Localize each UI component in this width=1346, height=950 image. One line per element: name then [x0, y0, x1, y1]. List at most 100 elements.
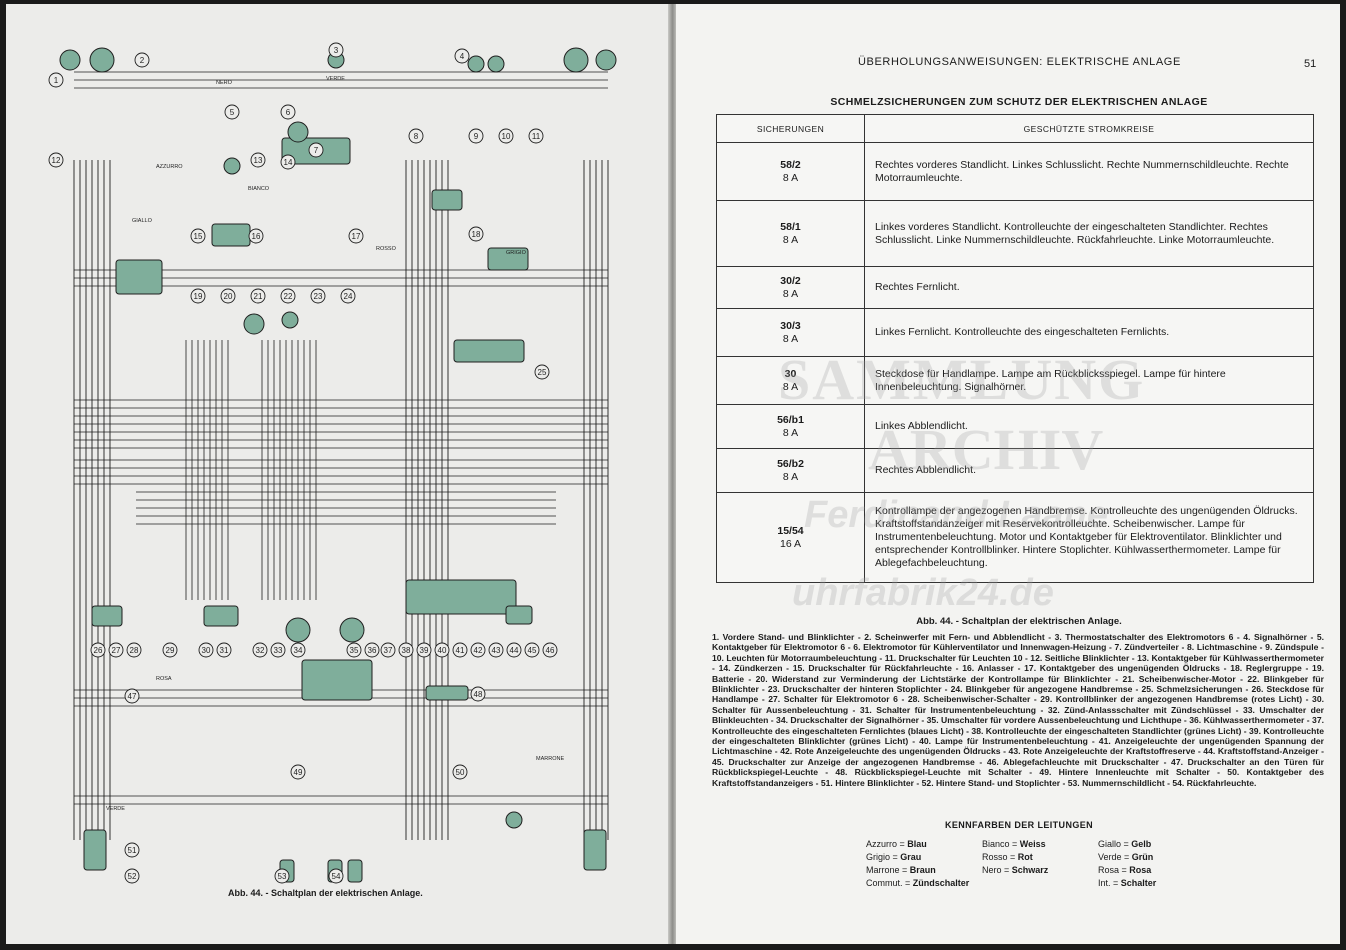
callout-circle — [90, 642, 106, 658]
wire-color-item: Verde = Grün — [1098, 852, 1154, 862]
fuse-amperage: 8 A — [782, 426, 799, 439]
wire-color-item: Grigio = Grau — [866, 852, 922, 862]
component-block — [347, 859, 363, 883]
callout-circle — [126, 642, 142, 658]
wire-color-label: ROSSO — [376, 246, 397, 252]
callout-circle — [108, 642, 124, 658]
callout-number: 15 — [194, 232, 203, 241]
callout-number: 20 — [224, 292, 233, 301]
fuse-code: 56/b2 — [777, 457, 804, 470]
figure-caption: Abb. 44. - Schaltplan der elektrischen A… — [916, 616, 1122, 627]
fuse-code: 30/2 — [780, 274, 801, 287]
wire-color-item: Nero = Schwarz — [982, 865, 1049, 875]
color-italian: Giallo — [1098, 839, 1122, 849]
callout-number: 29 — [166, 646, 175, 655]
callout-number: 31 — [220, 646, 229, 655]
callout-circle — [308, 142, 324, 158]
fuse-code: 58/1 — [780, 220, 801, 233]
running-title: ÜBERHOLUNGSANWEISUNGEN: ELEKTRISCHE ANLA… — [858, 56, 1181, 68]
callout-number: 13 — [254, 156, 263, 165]
callout-circle — [280, 154, 296, 170]
callout-number: 49 — [294, 768, 303, 777]
component-circle — [505, 811, 523, 829]
callout-circle — [290, 642, 306, 658]
callout-number: 18 — [472, 230, 481, 239]
component-circle — [89, 47, 115, 73]
callout-circle — [434, 642, 450, 658]
callout-circle — [224, 104, 240, 120]
callout-circle — [190, 228, 206, 244]
callout-circle — [498, 128, 514, 144]
callout-circle — [454, 48, 470, 64]
wire-color-item: Int. = Schalter — [1098, 878, 1157, 888]
callout-circle — [470, 642, 486, 658]
component-circle — [285, 617, 311, 643]
color-italian: Commut. — [866, 878, 903, 888]
callout-circle — [398, 642, 414, 658]
callout-circle — [280, 104, 296, 120]
circuits-cell: Steckdose für Handlampe. Lampe am Rückbl… — [864, 356, 1314, 405]
fuse-amperage: 16 A — [779, 537, 802, 550]
color-german: Schwarz — [1011, 865, 1049, 875]
callout-circle — [468, 226, 484, 242]
color-german: Grün — [1131, 852, 1154, 862]
fuse-amperage: 8 A — [782, 233, 799, 246]
color-italian: Rosso — [982, 852, 1008, 862]
callout-number: 24 — [344, 292, 353, 301]
circuits-cell: Linkes Fernlicht. Kontrolleuchte des ein… — [864, 308, 1314, 357]
callout-circle — [190, 288, 206, 304]
callout-number: 27 — [112, 646, 121, 655]
wire-color-item: Commut. = Zündschalter — [866, 878, 970, 888]
color-italian: Rosa — [1098, 865, 1120, 875]
wire-color-label: VERDE — [106, 806, 125, 812]
callout-circle — [124, 688, 140, 704]
color-german: Blau — [907, 839, 927, 849]
fuse-amperage: 8 A — [782, 287, 799, 300]
col-circuits-header: GESCHÜTZTE STROMKREISE — [864, 114, 1314, 143]
left-figure-caption: Abb. 44. - Schaltplan der elektrischen A… — [228, 888, 423, 898]
component-block — [453, 339, 525, 363]
callout-circle — [506, 642, 522, 658]
color-italian: Grigio — [866, 852, 891, 862]
callout-number: 16 — [252, 232, 261, 241]
callout-number: 37 — [384, 646, 393, 655]
wire-colors-title: KENNFARBEN DER LEITUNGEN — [944, 820, 1094, 830]
callout-circle — [346, 642, 362, 658]
callout-number: 26 — [94, 646, 103, 655]
callout-circle — [528, 128, 544, 144]
callout-number: 51 — [128, 846, 137, 855]
color-italian: Verde — [1098, 852, 1122, 862]
callout-circle — [124, 842, 140, 858]
callout-circle — [250, 288, 266, 304]
callout-number: 43 — [492, 646, 501, 655]
component-circle — [287, 121, 309, 143]
callout-number: 39 — [420, 646, 429, 655]
circuits-cell: Linkes Abblendlicht. — [864, 404, 1314, 449]
component-block — [505, 605, 533, 625]
callout-circle — [250, 152, 266, 168]
component-legend: 1. Vordere Stand- und Blinklichter - 2. … — [712, 632, 1324, 788]
callout-number: 5 — [230, 108, 235, 117]
callout-number: 42 — [474, 646, 483, 655]
callout-circle — [48, 152, 64, 168]
callout-number: 34 — [294, 646, 303, 655]
component-circle — [563, 47, 589, 73]
fuse-table-title: SCHMELZSICHERUNGEN ZUM SCHUTZ DER ELEKTR… — [830, 96, 1208, 108]
wire-color-item: Azzurro = Blau — [866, 839, 927, 849]
callout-circle — [452, 764, 468, 780]
wire-color-label: AZZURRO — [156, 164, 183, 170]
component-block — [91, 605, 123, 627]
callout-circle — [364, 642, 380, 658]
wire-color-item: Bianco = Weiss — [982, 839, 1046, 849]
